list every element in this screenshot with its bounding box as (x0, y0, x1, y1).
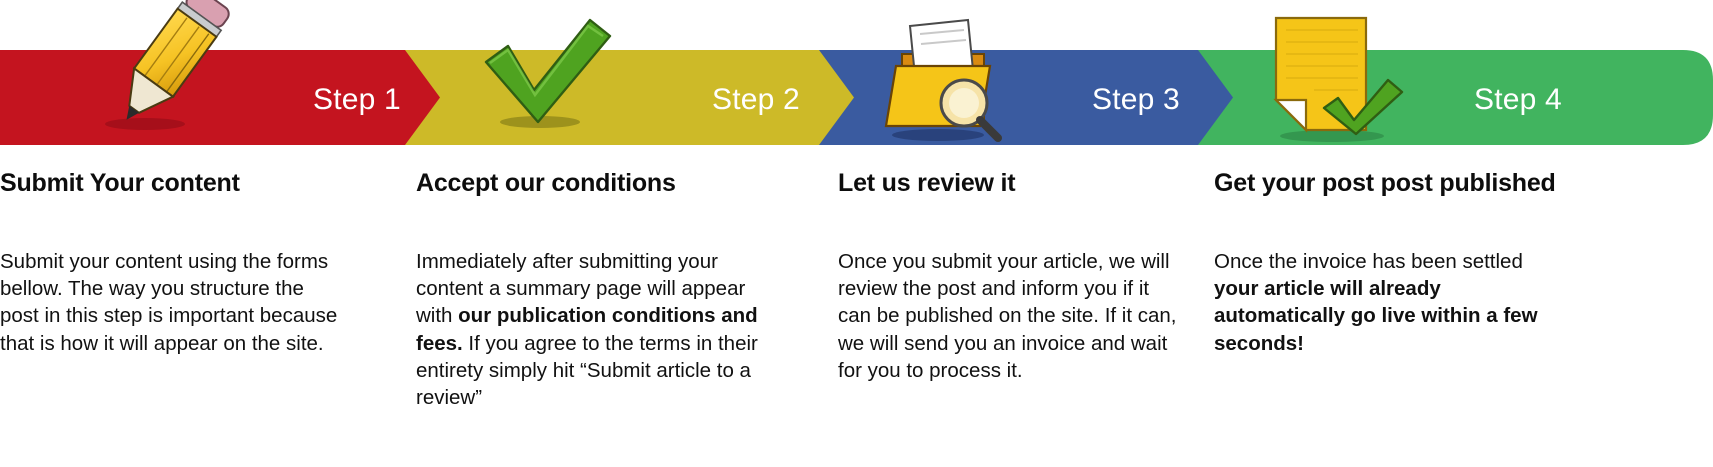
step-column-4: Get your post post published Once the in… (1214, 160, 1586, 357)
step-heading-1: Submit Your content (0, 169, 240, 197)
step-body-2-text-a: Immediately after submitting your conten… (416, 249, 746, 328)
step-body-3-text: Once you submit your article, we will re… (838, 249, 1177, 382)
step-body-2-text-b: If you agree to the terms in their entir… (416, 331, 758, 410)
step-body-4-text-bold: your article will already automatically … (1214, 277, 1538, 355)
step-body-4-text-a: Once the invoice has been settled (1214, 249, 1523, 273)
step-text-columns: Submit Your content Submit your content … (0, 160, 1713, 467)
step-body-2: Immediately after submitting your conten… (416, 198, 761, 412)
step-column-1: Submit Your content Submit your content … (0, 160, 372, 357)
step-body-1-text: Submit your content using the forms bell… (0, 249, 338, 355)
step-body-1: Submit your content using the forms bell… (0, 198, 345, 357)
chevron-band: Step 1 Step 2 Step 3 Step 4 (0, 0, 1713, 160)
band-segment-step-4 (1160, 50, 1713, 145)
step-body-2-text-bold: our publication conditions and fees. (416, 304, 758, 355)
step-body-3: Once you submit your article, we will re… (838, 198, 1183, 384)
step-label-1: Step 1 (313, 83, 401, 116)
step-column-3: Let us review it Once you submit your ar… (838, 160, 1210, 384)
step-label-4: Step 4 (1474, 83, 1562, 116)
step-body-4: Once the invoice has been settled your a… (1214, 198, 1559, 357)
step-label-3: Step 3 (1092, 83, 1180, 116)
step-label-2: Step 2 (712, 83, 800, 116)
step-heading-4: Get your post post published (1214, 169, 1556, 197)
step-heading-3: Let us review it (838, 169, 1016, 197)
step-column-2: Accept our conditions Immediately after … (416, 160, 788, 411)
step-heading-2: Accept our conditions (416, 169, 676, 197)
